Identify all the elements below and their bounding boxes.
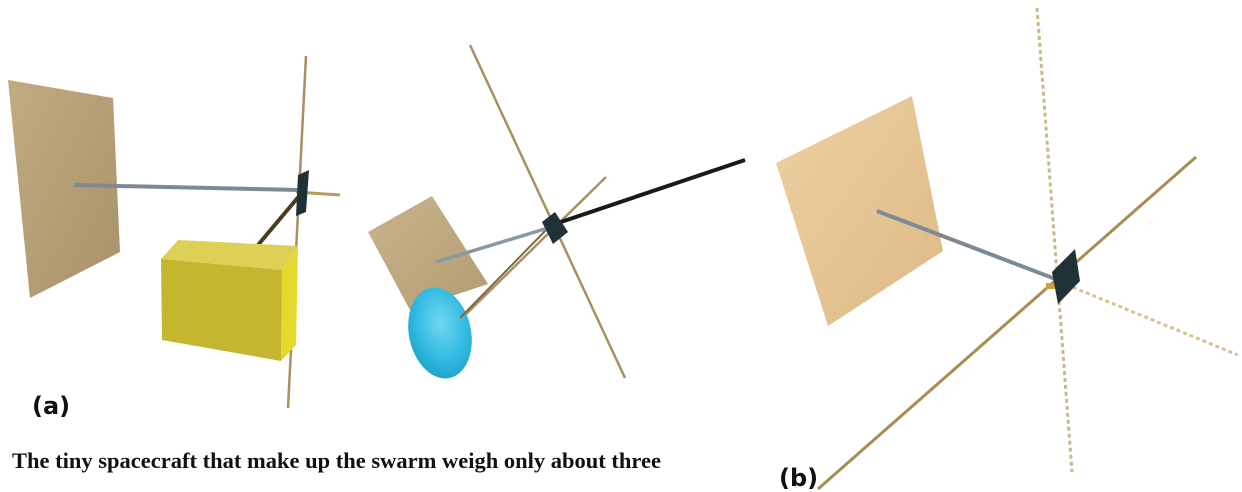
solar-box xyxy=(161,240,298,361)
spacecraft-body xyxy=(542,212,568,244)
antenna-rod-diagonal xyxy=(817,155,1197,491)
antenna-rod-2 xyxy=(457,176,607,323)
sail-panel xyxy=(8,80,120,298)
sail-panel xyxy=(776,96,943,326)
antenna-rod-vertical xyxy=(1035,7,1074,473)
spacecraft-body xyxy=(296,170,309,216)
caption-text: The tiny spacecraft that make up the swa… xyxy=(12,448,661,473)
antenna-rod-1 xyxy=(468,44,627,379)
antenna-rod-right xyxy=(1059,280,1239,357)
spacecraft-a-left xyxy=(8,55,341,409)
panel-label-a: (a) xyxy=(32,392,71,420)
mount-bracket xyxy=(1046,283,1056,289)
spacecraft-body xyxy=(1052,249,1080,304)
sail-boom xyxy=(876,209,1059,282)
long-boom xyxy=(551,158,746,227)
box-strut xyxy=(256,193,302,247)
panel-label-b: (b) xyxy=(779,464,819,492)
sail-boom xyxy=(73,183,301,192)
sail-panel xyxy=(368,196,488,310)
sail-boom xyxy=(435,226,549,264)
dish-strut xyxy=(459,227,549,319)
dish-antenna xyxy=(408,287,472,379)
antenna-rod xyxy=(286,55,308,409)
spacecraft-b xyxy=(776,7,1239,491)
spacecraft-a-middle xyxy=(368,44,746,379)
